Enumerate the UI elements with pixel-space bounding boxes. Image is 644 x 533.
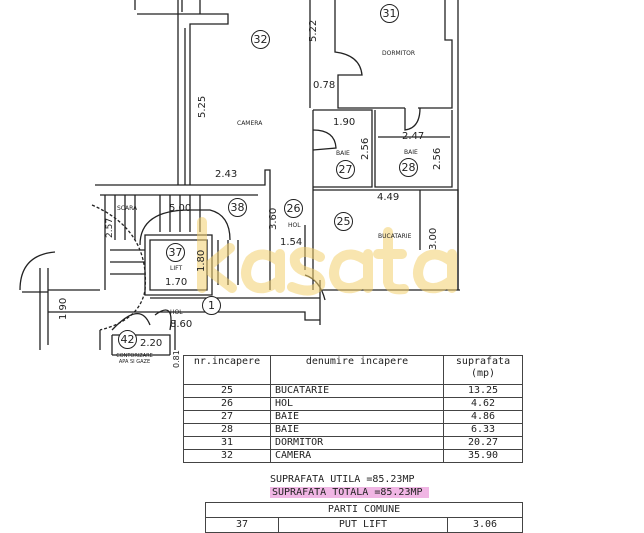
dimension: 0.81 — [172, 350, 181, 368]
room-number: 32 — [251, 30, 270, 49]
cell-area: 6.33 — [443, 423, 523, 437]
cell-name: BAIE — [270, 410, 444, 424]
dimension: 0.78 — [313, 80, 336, 91]
dimension: 3.60 — [268, 207, 279, 230]
header-name: denumire incapere — [270, 355, 444, 385]
cell-nr: 28 — [183, 423, 271, 437]
cell-name: HOL — [270, 397, 444, 411]
dimension: 2.57 — [105, 217, 115, 238]
cell-nr: 26 — [183, 397, 271, 411]
dimension: 1.90 — [333, 117, 356, 128]
room-name: HOL — [288, 222, 301, 229]
cell-area: 4.62 — [443, 397, 523, 411]
table-row: 37 PUT LIFT 3.06 — [205, 517, 523, 533]
dimension: 1.80 — [196, 249, 207, 272]
cell-nr: 25 — [183, 384, 271, 398]
common-title: PARTI COMUNE — [205, 502, 523, 518]
cell-nr: 31 — [183, 436, 271, 450]
room-number: 37 — [166, 243, 185, 262]
room-number: 28 — [399, 158, 418, 177]
dimension: 2.47 — [402, 131, 425, 142]
cell-nr: 32 — [183, 449, 271, 463]
dimension: 1.54 — [280, 237, 303, 248]
room-name: SCARA — [117, 205, 138, 212]
dimension: 8.60 — [170, 319, 193, 330]
dimension: 5.22 — [308, 19, 319, 42]
room-name: BAIE — [336, 150, 350, 157]
cell-area: 13.25 — [443, 384, 523, 398]
dimension: 5.00 — [169, 203, 192, 214]
dimension: 5.25 — [197, 95, 208, 118]
cell-name: DORMITOR — [270, 436, 444, 450]
room-number: 25 — [334, 212, 353, 231]
room-name: DORMITOR — [382, 50, 416, 57]
room-number: 31 — [380, 4, 399, 23]
room-name: BAIE — [404, 149, 418, 156]
dimension: 2.56 — [432, 147, 443, 170]
rooms-table: nr.incapere denumire incapere suprafata … — [183, 355, 523, 463]
room-name: CONTORIZARE APA SI GAZE — [116, 353, 153, 365]
cell-name: BAIE — [270, 423, 444, 437]
cell-area: 20.27 — [443, 436, 523, 450]
room-name: BUCATARIE — [378, 233, 412, 240]
room-name: CAMERA — [237, 120, 263, 127]
header-area: suprafata (mp) — [443, 355, 523, 385]
total-area-highlight: SUPRAFATA TOTALA =85.23MP — [270, 487, 429, 498]
watermark-logo — [197, 217, 457, 296]
dimension: 2.56 — [360, 137, 371, 160]
cell-name: PUT LIFT — [278, 517, 448, 533]
usable-area-total: SUPRAFATA UTILA =85.23MP — [270, 474, 415, 485]
room-number: 1 — [202, 296, 221, 315]
cell-nr: 37 — [205, 517, 279, 533]
cell-area: 35.90 — [443, 449, 523, 463]
room-number: 38 — [228, 198, 247, 217]
cell-name: BUCATARIE — [270, 384, 444, 398]
room-number: 26 — [284, 199, 303, 218]
header-nr: nr.incapere — [183, 355, 271, 385]
common-parts-table: PARTI COMUNE 37 PUT LIFT 3.06 — [205, 502, 523, 533]
dimension: 2.43 — [215, 169, 238, 180]
cell-area: 3.06 — [447, 517, 523, 533]
total-area: SUPRAFATA TOTALA =85.23MP — [270, 487, 429, 498]
room-name: HOL — [170, 309, 183, 316]
room-name: LIFT — [170, 265, 183, 272]
dimension: 2.20 — [140, 338, 163, 349]
dimension: 1.90 — [58, 297, 69, 320]
cell-nr: 27 — [183, 410, 271, 424]
dimension: 3.00 — [428, 227, 439, 250]
room-number: 42 — [118, 330, 137, 349]
room-number: 27 — [336, 160, 355, 179]
table-header: PARTI COMUNE — [205, 502, 523, 518]
cell-area: 4.86 — [443, 410, 523, 424]
table-header: nr.incapere denumire incapere suprafata … — [183, 355, 523, 385]
cell-name: CAMERA — [270, 449, 444, 463]
dimension: 4.49 — [377, 192, 400, 203]
dimension: 1.70 — [165, 277, 188, 288]
